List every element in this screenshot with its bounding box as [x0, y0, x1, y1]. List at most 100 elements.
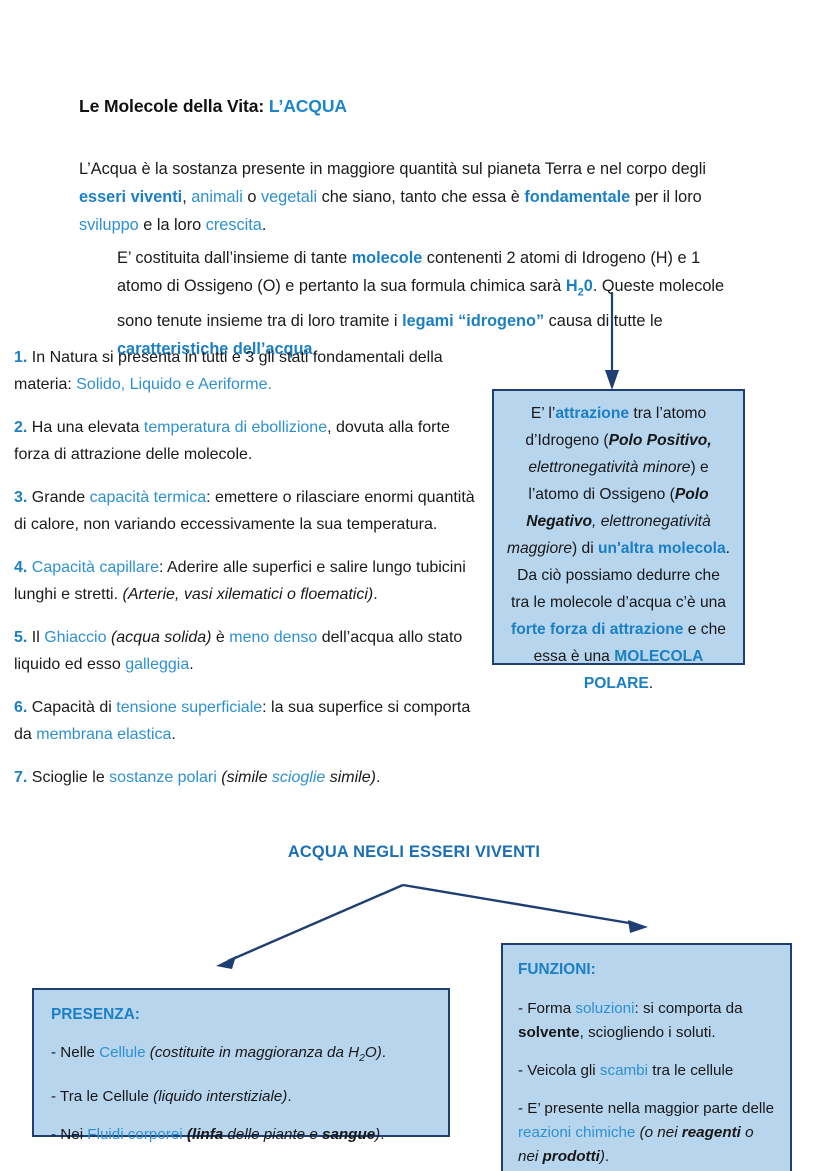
- list-item: 1. In Natura si presenta in tutti e 3 gl…: [14, 345, 484, 398]
- indented-text-b: contenenti 2 atomi di Idrogeno (H) e 1 a…: [117, 249, 701, 296]
- funzioni-bolditalic-prodotti: prodotti: [542, 1148, 600, 1165]
- indented-text-d: causa di tutte le: [544, 311, 663, 330]
- section-heading-acqua-esseri-viventi: ACQUA NEGLI ESSERI VIVENTI: [287, 843, 541, 861]
- intro-keyword-sviluppo: sviluppo: [79, 216, 139, 235]
- formula-o: 0: [583, 277, 593, 296]
- list-item-italic: (Arterie, vasi xilematici o floematici): [122, 585, 374, 603]
- properties-numbered-list: 1. In Natura si presenta in tutti e 3 gl…: [14, 345, 484, 809]
- funzioni-text-a: - Veicola gli: [518, 1062, 600, 1079]
- list-item-text-d: dell’acqua allo stato liquido ed esso: [14, 629, 463, 673]
- box-text-f: e che essa è una: [533, 621, 726, 665]
- intro-paragraph: L’Acqua è la sostanza presente in maggio…: [79, 155, 747, 239]
- funzioni-box-heading: FUNZIONI:: [518, 961, 596, 978]
- box-italic-elettroneg-maggiore: , elettronegatività maggiore: [507, 513, 711, 557]
- box-text-c: ) e l’atomo di Ossigeno (: [528, 459, 709, 503]
- list-item-number: 3.: [14, 489, 28, 506]
- box-keyword-unaltra-molecola: un'altra molecola: [598, 540, 726, 557]
- list-item: 2. Ha una elevata temperatura di ebolliz…: [14, 415, 484, 468]
- box-text-a: E’ l’: [530, 405, 556, 422]
- list-item-text-b: , dovuta alla forte forza di attrazione …: [14, 419, 450, 463]
- list-item-italic-a: (simile: [221, 769, 272, 786]
- list-item: 3. Grande capacità termica: emettere o r…: [14, 485, 484, 538]
- list-item-number: 4.: [14, 559, 28, 576]
- indented-keyword-molecole: molecole: [351, 249, 423, 268]
- box-bolditalic-polo-negativo: Polo Negativo: [526, 486, 709, 530]
- list-item-italic-keyword: scioglie: [271, 769, 326, 786]
- intro-keyword-esseri-viventi: esseri viventi: [79, 188, 183, 207]
- formula-h: H: [565, 277, 578, 296]
- funzioni-keyword-scambi: scambi: [599, 1062, 648, 1079]
- presenza-text-c: .: [287, 1088, 292, 1106]
- chemical-formula-water: H20: [565, 277, 593, 298]
- presenza-line: - Tra le Cellule (liquido interstiziale)…: [51, 1086, 432, 1108]
- list-item-keyword-tensione: tensione superficiale: [116, 699, 263, 716]
- funzioni-info-box: FUNZIONI: - Forma soluzioni: si comporta…: [501, 943, 792, 1171]
- attrazione-info-box: E’ l’attrazione tra l’atomo d’Idrogeno (…: [492, 389, 745, 692]
- intro-text-g: .: [261, 216, 267, 235]
- funzioni-text-c: , sciogliendo i soluti.: [579, 1024, 716, 1041]
- list-item-keyword-capillare: Capacità capillare: [31, 559, 159, 576]
- presenza-bolditalic-linfa: (linfa: [186, 1126, 224, 1144]
- box-text-b: tra l’atomo d’Idrogeno (: [525, 405, 707, 449]
- list-item-text-c: .: [373, 585, 378, 603]
- intro-text-d: che siano, tanto che essa è: [317, 188, 525, 207]
- intro-text-b: ,: [182, 188, 192, 207]
- list-item-text-b: : Aderire alle superfici e salire lungo …: [14, 559, 466, 603]
- funzioni-text-b: : si comporta da: [634, 1000, 743, 1017]
- list-item-text-a: Il: [27, 629, 45, 646]
- arrow-down-to-attrazione-box: [605, 292, 619, 390]
- funzioni-keyword-reazioni: reazioni chimiche: [518, 1124, 636, 1141]
- funzioni-text-a: - E’ presente nella maggior parte delle: [518, 1100, 775, 1117]
- indented-keyword-caratteristiche: caratteristiche dell’acqua: [117, 339, 313, 358]
- list-item-keyword-galleggia: galleggia: [125, 655, 190, 673]
- list-item-number: 6.: [14, 699, 28, 716]
- box-keyword-attrazione: attrazione: [555, 405, 630, 422]
- list-item-text-b: : emettere o rilasciare enormi quantità …: [14, 489, 475, 533]
- list-item: 5. Il Ghiaccio (acqua solida) è meno den…: [14, 625, 484, 678]
- intro-text-c: o: [242, 188, 261, 207]
- list-item-text-c: .: [171, 725, 176, 743]
- intro-text-e: per il loro: [630, 188, 702, 207]
- presenza-italic-a: (costituite in maggioranza da H: [149, 1044, 360, 1061]
- box-italic-elettroneg-minore: elettronegatività minore: [528, 459, 691, 476]
- list-item-keyword-meno-denso: meno denso: [229, 629, 318, 646]
- presenza-text-c: .: [381, 1044, 386, 1061]
- list-item-text-c: è: [211, 629, 230, 646]
- list-item-text-a: In Natura si presenta in tutti e 3 gli s…: [14, 349, 443, 393]
- list-item-text-b: : la sua superfice si comporta da: [14, 699, 471, 743]
- box-keyword-forte-forza: forte forza di attrazione: [511, 621, 684, 638]
- list-item-number: 2.: [14, 419, 28, 436]
- presenza-box-heading: PRESENZA:: [51, 1006, 140, 1023]
- box-keyword-molecola-polare: MOLECOLA POLARE: [583, 648, 704, 692]
- list-item-keyword-membrana: membrana elastica: [36, 725, 172, 743]
- intro-text-a: L’Acqua è la sostanza presente in maggio…: [79, 160, 706, 179]
- indented-keyword-legami-idrogeno: legami “idrogeno”: [402, 311, 545, 330]
- box-text-d: ) di: [572, 540, 599, 557]
- indented-paragraph: E’ costituita dall’insieme di tante mole…: [117, 244, 747, 362]
- list-item-text-c: .: [375, 769, 381, 786]
- funzioni-text-b: tra le cellule: [648, 1062, 734, 1079]
- list-item: 7. Scioglie le sostanze polari (simile s…: [14, 765, 484, 792]
- list-item: 4. Capacità capillare: Aderire alle supe…: [14, 555, 484, 608]
- list-item-italic-b: simile): [325, 769, 376, 786]
- presenza-info-box: PRESENZA: - Nelle Cellule (costituite in…: [32, 988, 450, 1143]
- presenza-text-a: - Nei: [51, 1126, 88, 1144]
- title-plain: Le Molecole della Vita:: [79, 96, 269, 116]
- list-item-text-a: Scioglie le: [27, 769, 110, 786]
- list-item-text-e: .: [189, 655, 194, 673]
- presenza-italic-a: delle piante e: [223, 1126, 322, 1144]
- presenza-bolditalic-sangue: sangue: [322, 1126, 376, 1144]
- list-item-number: 1.: [14, 349, 28, 366]
- funzioni-line: - Veicola gli scambi tra le cellule: [518, 1059, 776, 1083]
- funzioni-italic-b: o nei: [518, 1124, 754, 1165]
- funzioni-line: - E’ presente nella maggior parte delle …: [518, 1097, 776, 1169]
- list-item-number: 7.: [14, 769, 28, 786]
- list-item-italic: (acqua solida): [110, 629, 212, 646]
- intro-keyword-fondamentale: fondamentale: [524, 188, 631, 207]
- intro-keyword-vegetali: vegetali: [260, 188, 318, 207]
- page-title: Le Molecole della Vita: L’ACQUA: [79, 96, 347, 117]
- intro-keyword-crescita: crescita: [205, 216, 262, 235]
- presenza-italic: (liquido interstiziale): [153, 1088, 288, 1106]
- list-item-number: 5.: [14, 629, 28, 646]
